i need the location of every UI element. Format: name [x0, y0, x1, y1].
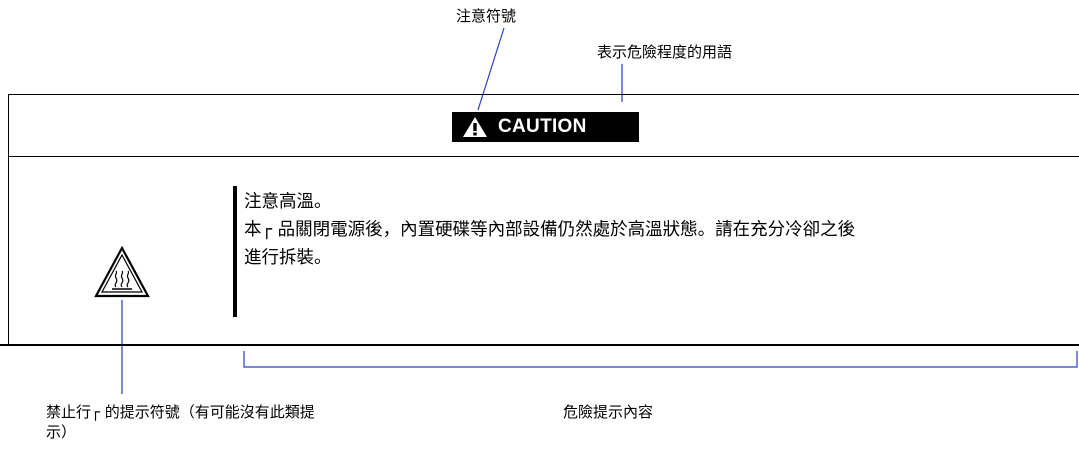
content-line-2: 進行拆裝。: [244, 248, 332, 268]
content-line-1: 本┌ 品關閉電源後，內置硬碟等內部設備仍然處於高溫狀態。請在充分冷卻之後: [244, 220, 856, 240]
hot-surface-warning-icon: [94, 245, 150, 298]
content-bracket: [243, 351, 1078, 368]
caution-badge: CAUTION: [452, 112, 639, 142]
table-left-border: [8, 94, 9, 344]
table-top-border: [8, 94, 1079, 95]
prohibited-action-symbol-label: 禁止行┌ 的提示符號（有可能沒有此類提示）: [46, 403, 315, 441]
exclamation-triangle-icon: [463, 117, 487, 137]
content-title: 注意高溫。: [244, 192, 332, 212]
table-middle-divider: [8, 156, 1079, 157]
danger-content-label: 危險提示內容: [563, 403, 654, 421]
warning-symbol-label: 注意符號: [456, 7, 517, 25]
danger-term-label: 表示危險程度的用語: [597, 43, 733, 61]
caution-text: CAUTION: [498, 116, 587, 137]
table-bottom-border: [0, 344, 1079, 346]
leader-line-symbol: [477, 27, 505, 111]
caution-content: 注意高溫。 本┌ 品關閉電源後，內置硬碟等內部設備仍然處於高溫狀態。請在充分冷卻…: [244, 188, 855, 272]
content-marker-bar: [233, 186, 237, 317]
